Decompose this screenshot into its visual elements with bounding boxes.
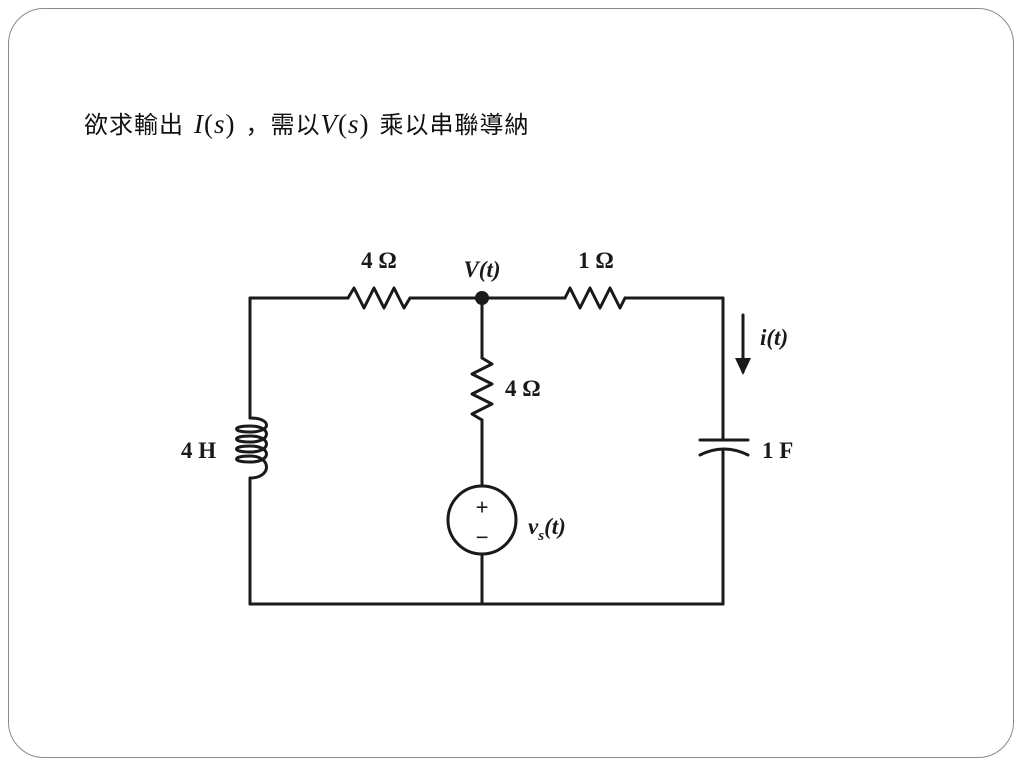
- resistor-middle: [470, 356, 494, 422]
- heading-prefix: 欲求輸出: [84, 111, 184, 139]
- input-symbol: V(s): [320, 109, 370, 139]
- label-resistor-top-right: 1 Ω: [578, 248, 614, 273]
- label-resistor-middle: 4 Ω: [505, 376, 541, 401]
- slide-frame: [8, 8, 1014, 758]
- label-node-voltage: V(t): [463, 257, 500, 282]
- source-plus-sign: +: [475, 495, 488, 520]
- label-resistor-top-left: 4 Ω: [361, 248, 397, 273]
- resistor-top-left: [346, 286, 412, 310]
- capacitor-plate-bottom: [698, 447, 750, 457]
- heading-suffix: 乘以串聯導納: [379, 111, 530, 139]
- slide-heading: 欲求輸出 I(s) ，需以V(s) 乘以串聯導納: [84, 105, 530, 140]
- resistor-top-right: [563, 286, 627, 310]
- source-minus-sign: −: [475, 525, 488, 550]
- label-capacitor: 1 F: [762, 438, 793, 463]
- heading-middle: ，需以: [245, 111, 321, 139]
- node-dot: [475, 291, 489, 305]
- label-current: i(t): [760, 325, 788, 350]
- label-inductor: 4 H: [181, 438, 216, 463]
- current-arrow-head: [735, 358, 751, 375]
- output-symbol: I(s): [194, 109, 236, 139]
- label-source: vs(t): [528, 514, 566, 544]
- inductor-coil: [235, 416, 268, 480]
